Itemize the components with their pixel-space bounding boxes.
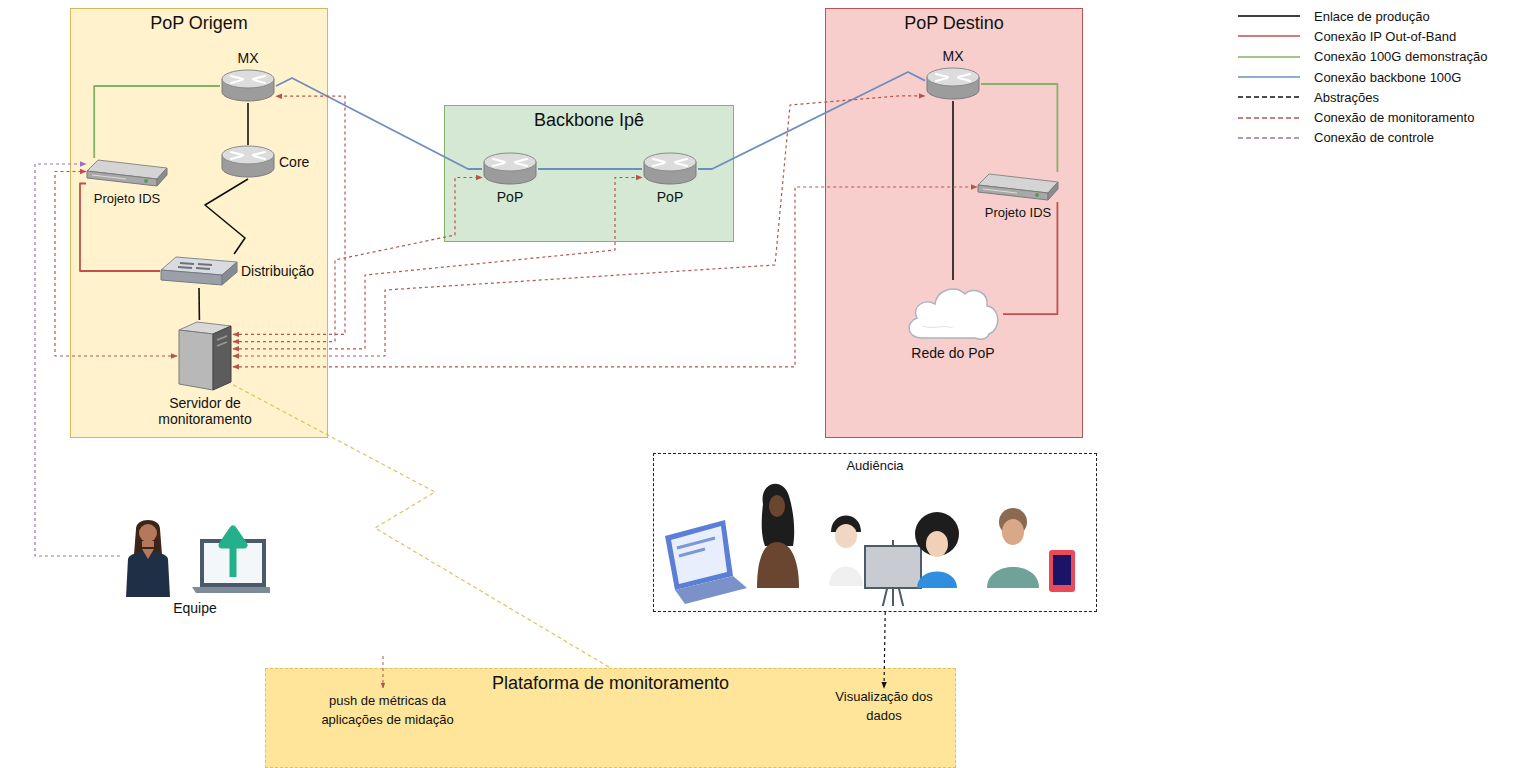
legend-sample	[1236, 113, 1302, 123]
legend: Enlace de produçãoConexão IP Out-of-Band…	[1236, 6, 1487, 148]
connector	[233, 96, 345, 334]
legend-label: Conexão IP Out-of-Band	[1314, 29, 1456, 44]
srv-icon	[977, 172, 1059, 202]
node-label: Rede do PoP	[911, 345, 994, 361]
connector	[55, 172, 177, 357]
connector	[698, 72, 925, 169]
illus-icon	[120, 515, 270, 597]
connector	[233, 385, 611, 668]
router: Core	[220, 145, 309, 179]
audience-box: Audiência	[653, 453, 1097, 612]
connector	[884, 612, 885, 688]
platform-box: Plataforma de monitoramentopush de métri…	[265, 668, 956, 768]
node-label: Equipe	[173, 600, 217, 616]
router: MX	[220, 50, 276, 103]
legend-row: Conexão backbone 100G	[1236, 67, 1487, 87]
router-icon	[642, 152, 698, 186]
cloud-network: Rede do PoP	[903, 280, 1003, 361]
node-label: push de métricas da aplicações de midaçã…	[300, 692, 475, 730]
connector	[205, 179, 248, 254]
visualization-note: Visualização dos dados	[828, 688, 940, 726]
connector	[276, 78, 482, 169]
audience-illustration	[655, 476, 1095, 606]
node-label: PoP	[497, 189, 523, 205]
node-label: Projeto IDS	[94, 191, 160, 206]
router: MX	[925, 48, 981, 101]
connector	[233, 96, 925, 356]
connector	[80, 184, 160, 272]
node-label: Distribuição	[241, 263, 314, 279]
connector	[538, 168, 642, 170]
legend-sample	[1236, 11, 1302, 21]
legend-label: Conexão de controle	[1314, 130, 1434, 145]
legend-sample	[1236, 92, 1302, 102]
srv-icon	[86, 158, 168, 188]
push-arrow	[383, 656, 384, 688]
connector	[247, 103, 249, 145]
connector	[233, 178, 482, 342]
legend-sample	[1236, 72, 1302, 82]
router-icon	[925, 67, 981, 101]
node-label: MX	[238, 50, 259, 66]
node-label: MX	[943, 48, 964, 64]
switch: Distribuição	[160, 254, 314, 288]
node-label: Projeto IDS	[985, 205, 1051, 220]
router: PoP	[482, 152, 538, 205]
legend-sample	[1236, 133, 1302, 143]
legend-row: Enlace de produção	[1236, 6, 1487, 26]
node-label: Visualização dos dados	[828, 688, 940, 726]
team: Equipe	[120, 515, 270, 616]
node-label: Core	[279, 154, 309, 170]
legend-row: Conexão de monitoramento	[1236, 107, 1487, 127]
legend-label: Conexão 100G demonstração	[1314, 49, 1487, 64]
router: PoP	[642, 152, 698, 205]
node-label: PoP	[657, 189, 683, 205]
connector	[35, 164, 120, 556]
node-label: Audiência	[654, 454, 1096, 473]
legend-label: Conexão backbone 100G	[1314, 70, 1461, 85]
sw-icon	[160, 254, 238, 288]
cloud-icon	[903, 280, 1003, 342]
router-icon	[220, 145, 276, 179]
push-note: push de métricas da aplicações de midaçã…	[300, 692, 475, 730]
legend-row: Conexão de controle	[1236, 128, 1487, 148]
legend-label: Enlace de produção	[1314, 9, 1430, 24]
legend-row: Conexão 100G demonstração	[1236, 47, 1487, 67]
legend-sample	[1236, 52, 1302, 62]
tower-icon	[177, 320, 233, 392]
pop-region: PoP DestinoMX Projeto IDS Rede do PoP	[825, 8, 1083, 438]
connector	[952, 101, 954, 280]
legend-label: Abstrações	[1314, 90, 1379, 105]
legend-label: Conexão de monitoramento	[1314, 110, 1474, 125]
backbone-region: Backbone IpêPoP PoP	[444, 105, 734, 242]
monitoring-server: Servidor de monitoramento	[145, 320, 265, 427]
pop-region: PoP OrigemMX CoreProjeto IDS DistribuiçãoS…	[70, 8, 328, 438]
connector	[1003, 202, 1057, 314]
connector	[233, 178, 642, 349]
legend-row: Abstrações	[1236, 87, 1487, 107]
node-label: Servidor de monitoramento	[145, 395, 265, 427]
router-icon	[220, 69, 276, 103]
node-label: PoP Origem	[71, 9, 327, 34]
connector	[198, 288, 200, 320]
node-label: PoP Destino	[826, 9, 1082, 34]
connector	[233, 187, 977, 367]
node-label: Backbone Ipê	[445, 106, 733, 131]
router-icon	[482, 152, 538, 186]
connector	[981, 84, 1057, 172]
connector	[94, 86, 220, 158]
legend-row: Conexão IP Out-of-Band	[1236, 26, 1487, 46]
legend-sample	[1236, 31, 1302, 41]
ids-server: Projeto IDS	[977, 172, 1059, 220]
ids-server: Projeto IDS	[86, 158, 168, 206]
